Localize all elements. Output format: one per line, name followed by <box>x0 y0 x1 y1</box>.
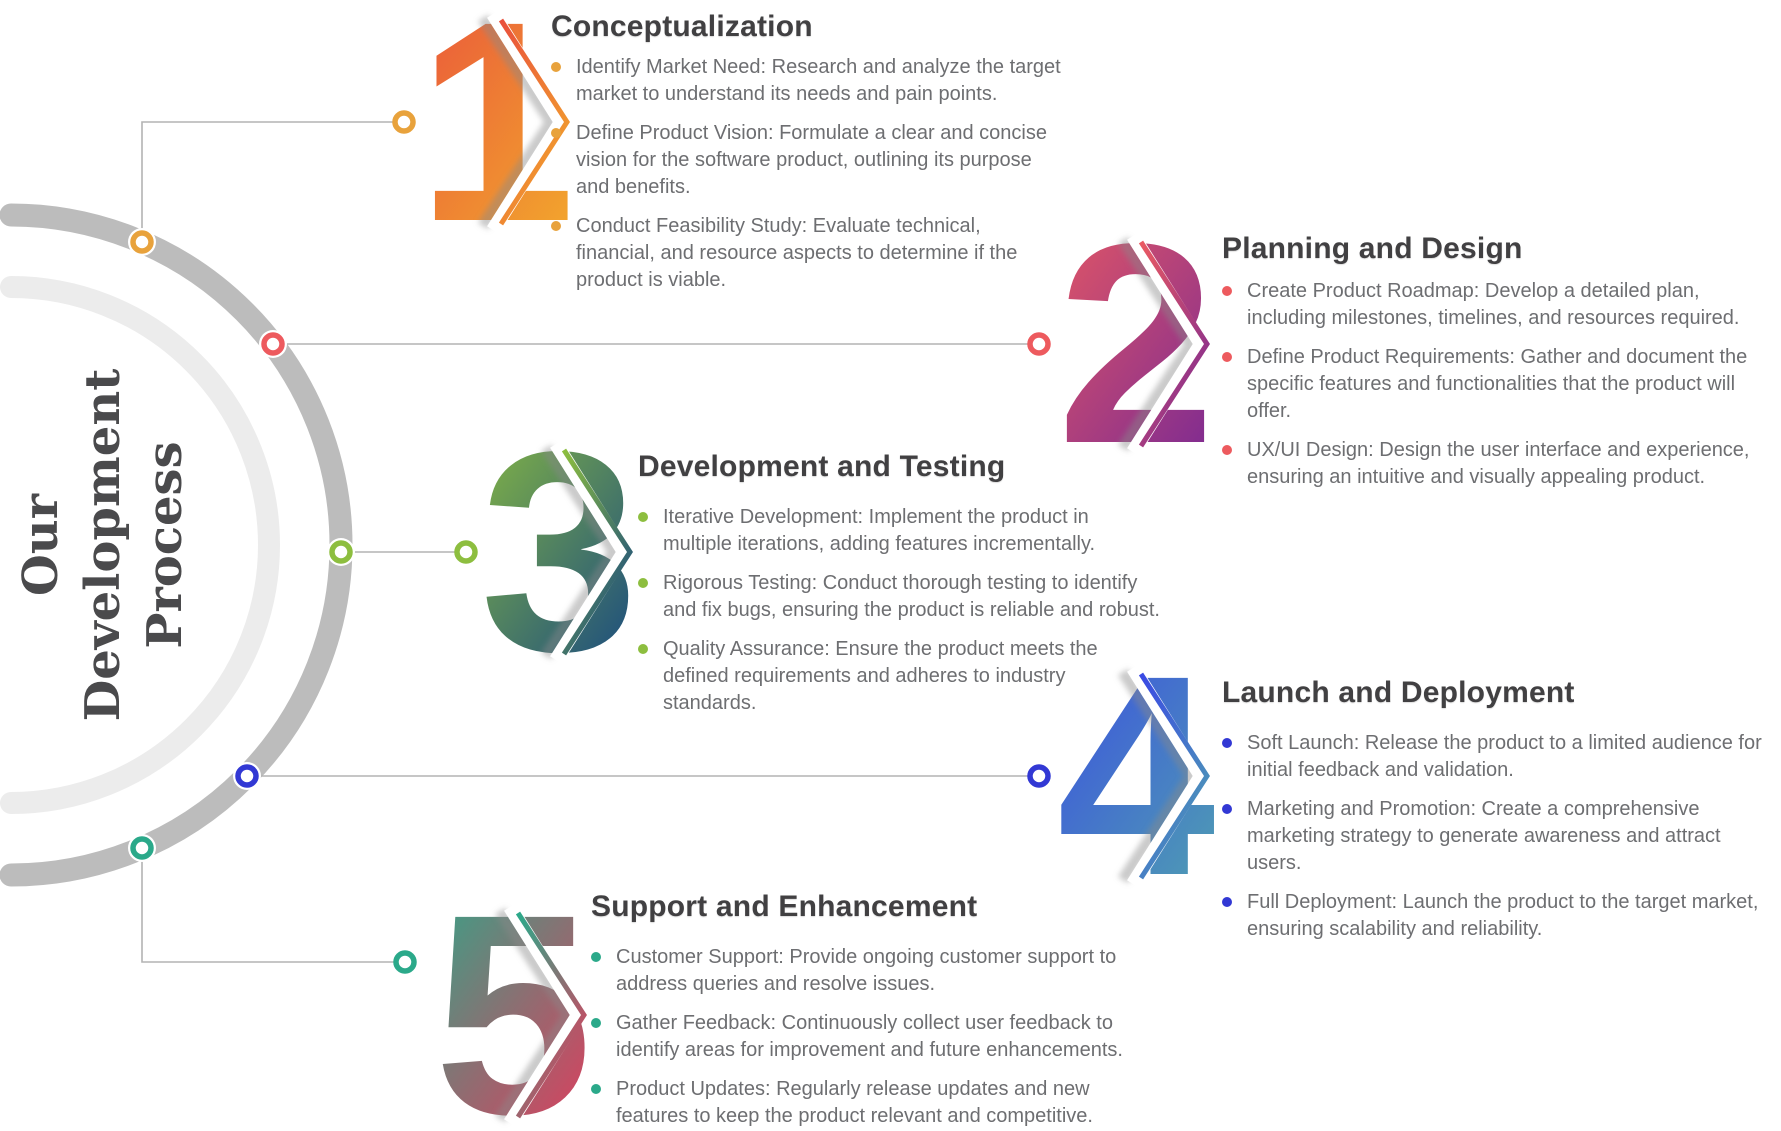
chevron-fold <box>487 10 570 234</box>
chevron-shadow <box>477 14 559 230</box>
bullet-text: Quality Assurance: Ensure the product me… <box>663 638 1098 714</box>
step-1-number-badge: 1 <box>417 0 576 281</box>
process-title-line: Development <box>75 368 131 722</box>
chevron-right-icon <box>561 448 633 656</box>
inner-arc <box>0 276 281 814</box>
chevron-right-icon <box>1138 240 1210 448</box>
chevron-fold <box>1127 664 1210 888</box>
step-5-number-badge: 5 <box>434 856 593 1131</box>
bullet-dot-icon <box>1222 352 1232 362</box>
bullet-item: Product Updates: Regularly release updat… <box>589 1076 1134 1130</box>
bullet-text: Product Updates: Regularly release updat… <box>616 1078 1093 1127</box>
bullet-item: Gather Feedback: Continuously collect us… <box>589 1010 1134 1064</box>
step-1-bullets: Identify Market Need: Research and analy… <box>549 54 1064 306</box>
step-3-arc-marker <box>329 540 353 564</box>
bullet-item: Create Product Roadmap: Develop a detail… <box>1220 278 1776 332</box>
bullet-dot-icon <box>591 1018 601 1028</box>
bullet-dot-icon <box>1222 897 1232 907</box>
process-title: Our Development Process <box>10 369 196 722</box>
step-5-title: Support and Enhancement <box>591 890 978 923</box>
step-4-bullets: Soft Launch: Release the product to a li… <box>1220 730 1776 955</box>
bullet-text: Full Deployment: Launch the product to t… <box>1247 891 1759 940</box>
bullet-item: Define Product Vision: Formulate a clear… <box>549 120 1064 201</box>
bullet-text: Create Product Roadmap: Develop a detail… <box>1247 280 1740 329</box>
step-3-end-marker <box>454 540 478 564</box>
chevron-shadow <box>494 907 576 1123</box>
chevron-fold <box>504 903 587 1127</box>
chevron-right-icon <box>498 18 570 226</box>
bullet-item: Marketing and Promotion: Create a compre… <box>1220 796 1776 877</box>
bullet-dot-icon <box>1222 445 1232 455</box>
bullet-dot-icon <box>638 512 648 522</box>
step-3-bullets: Iterative Development: Implement the pro… <box>636 504 1161 729</box>
bullet-item: Rigorous Testing: Conduct thorough testi… <box>636 570 1161 624</box>
bullet-dot-icon <box>1222 804 1232 814</box>
step-4-arc-marker <box>235 764 259 788</box>
step-2-end-marker <box>1027 332 1051 356</box>
bullet-text: Define Product Vision: Formulate a clear… <box>576 122 1047 198</box>
chevron-right-icon <box>1138 672 1210 880</box>
bullet-dot-icon <box>638 578 648 588</box>
bullet-text: UX/UI Design: Design the user interface … <box>1247 439 1750 488</box>
step-1-title: Conceptualization <box>551 10 813 43</box>
step-3-number-badge: 3 <box>480 393 639 711</box>
bullet-dot-icon <box>551 128 561 138</box>
step-1-arc-marker <box>130 230 154 254</box>
bullet-text: Customer Support: Provide ongoing custom… <box>616 946 1117 995</box>
chevron-right-icon <box>515 911 587 1119</box>
bullet-text: Soft Launch: Release the product to a li… <box>1247 732 1762 781</box>
chevron-shadow <box>540 444 622 660</box>
bullet-item: UX/UI Design: Design the user interface … <box>1220 437 1776 491</box>
step-5-end-marker <box>393 950 417 974</box>
bullet-text: Iterative Development: Implement the pro… <box>663 506 1096 555</box>
bullet-item: Define Product Requirements: Gather and … <box>1220 344 1776 425</box>
bullet-item: Conduct Feasibility Study: Evaluate tech… <box>549 213 1064 294</box>
connector-line-5 <box>141 848 405 963</box>
bullet-text: Identify Market Need: Research and analy… <box>576 56 1061 105</box>
process-title-line: Our <box>13 494 69 596</box>
bullet-text: Conduct Feasibility Study: Evaluate tech… <box>576 215 1018 291</box>
bullet-dot-icon <box>638 644 648 654</box>
bullet-item: Customer Support: Provide ongoing custom… <box>589 944 1134 998</box>
bullet-dot-icon <box>1222 738 1232 748</box>
bullet-item: Identify Market Need: Research and analy… <box>549 54 1064 108</box>
chevron-fold <box>1127 232 1210 456</box>
step-4-number-badge: 4 <box>1057 617 1217 935</box>
step-1-end-marker <box>392 110 416 134</box>
bullet-item: Quality Assurance: Ensure the product me… <box>636 636 1161 717</box>
step-2-number-badge: 2 <box>1057 185 1216 503</box>
step-2-bullets: Create Product Roadmap: Develop a detail… <box>1220 278 1776 503</box>
step-3-title: Development and Testing <box>638 450 1006 483</box>
step-4-end-marker <box>1027 764 1051 788</box>
process-title-line: Process <box>137 441 193 649</box>
bullet-item: Iterative Development: Implement the pro… <box>636 504 1161 558</box>
bullet-dot-icon <box>1222 286 1232 296</box>
connector-line-1 <box>141 121 404 242</box>
bullet-dot-icon <box>551 62 561 72</box>
step-2-arc-marker <box>261 332 285 356</box>
chevron-shadow <box>1117 668 1199 884</box>
bullet-dot-icon <box>591 952 601 962</box>
step-5-arc-marker <box>130 836 154 860</box>
step-2-title: Planning and Design <box>1222 232 1523 265</box>
chevron-shadow <box>1117 236 1199 452</box>
bullet-text: Define Product Requirements: Gather and … <box>1247 346 1748 422</box>
step-5-bullets: Customer Support: Provide ongoing custom… <box>589 944 1134 1131</box>
bullet-dot-icon <box>551 221 561 231</box>
bullet-item: Soft Launch: Release the product to a li… <box>1220 730 1776 784</box>
bullet-item: Full Deployment: Launch the product to t… <box>1220 889 1776 943</box>
bullet-dot-icon <box>591 1084 601 1094</box>
bullet-text: Marketing and Promotion: Create a compre… <box>1247 798 1721 874</box>
bullet-text: Gather Feedback: Continuously collect us… <box>616 1012 1123 1061</box>
chevron-fold <box>550 440 633 664</box>
bullet-text: Rigorous Testing: Conduct thorough testi… <box>663 572 1160 621</box>
step-4-title: Launch and Deployment <box>1222 676 1575 709</box>
